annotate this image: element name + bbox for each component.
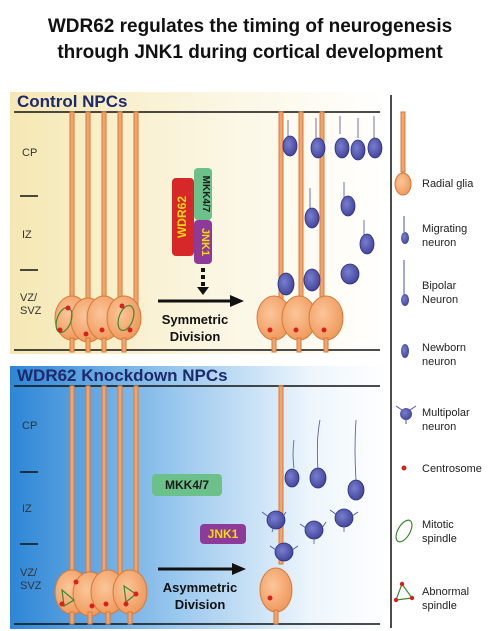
control-neurons [277, 116, 383, 296]
control-right-radial-glia [256, 111, 344, 353]
knockdown-zone-iz: IZ [22, 503, 32, 515]
legend-abnormal-label-2: spindle [422, 600, 457, 612]
control-zone-ticks [20, 195, 38, 271]
knockdown-neurons [261, 419, 365, 562]
knockdown-zone-vz: VZ/ [20, 567, 38, 579]
knockdown-zone-ticks [20, 471, 38, 545]
figure-title-line1: WDR62 regulates the timing of neurogenes… [47, 16, 453, 37]
control-mkk-box [194, 168, 212, 220]
knockdown-panel-heading: WDR62 Knockdown NPCs [17, 366, 228, 385]
legend-migrating-label-2: neuron [422, 237, 457, 249]
knockdown-mkk-label: MKK4/7 [164, 478, 209, 492]
legend-mitotic-label-2: spindle [422, 533, 457, 545]
control-division-label-1: Symmetric [161, 312, 229, 327]
legend-migrating-label-1: Migrating [422, 223, 468, 235]
legend-abnormal-spindle-icon [393, 581, 415, 603]
legend-centrosome-label: Centrosome [422, 463, 482, 475]
legend-abnormal-label-1: Abnormal [422, 586, 470, 598]
legend-radial-glia-icon [394, 111, 412, 196]
control-wdr62-label: WDR62 [175, 196, 189, 239]
legend-newborn-label-2: neuron [422, 356, 457, 368]
control-panel-heading: Control NPCs [17, 92, 128, 111]
legend-newborn-neuron-icon [401, 344, 409, 358]
knockdown-jnk-box [200, 524, 246, 544]
control-jnk-box [194, 220, 212, 264]
legend-bipolar-neuron-icon [401, 260, 409, 306]
knockdown-abnormal-spindles [61, 584, 138, 607]
knockdown-jnk-label: JNK1 [207, 527, 239, 541]
legend-bipolar-label-2: Neuron [422, 294, 459, 306]
control-zone-iz: IZ [22, 229, 32, 241]
control-division-label-2: Division [169, 329, 221, 344]
legend-multipolar-label-2: neuron [422, 421, 457, 433]
legend-bipolar-label-1: Bipolar [422, 280, 457, 292]
knockdown-zone-cp: CP [22, 420, 38, 432]
control-division-arrow [158, 295, 244, 307]
knockdown-mkk-box [152, 474, 222, 496]
control-dotted-arrow [197, 268, 209, 295]
control-zone-cp: CP [22, 147, 38, 159]
legend-newborn-label-1: Newborn [422, 342, 467, 354]
knockdown-division-label-2: Division [174, 597, 226, 612]
legend-centrosome-icon [401, 465, 407, 471]
control-centrosomes [57, 303, 133, 337]
control-zone-vz: VZ/ [20, 292, 38, 304]
control-radial-glia-group [54, 111, 142, 353]
control-wdr62-box [172, 178, 194, 256]
figure-title-line2: through JNK1 during cortical development [57, 42, 443, 63]
control-zone-svz: SVZ [20, 305, 42, 317]
legend-multipolar-label-1: Multipolar [422, 407, 470, 419]
knockdown-zone-svz: SVZ [20, 580, 42, 592]
control-jnk-label: JNK1 [199, 227, 211, 257]
legend-migrating-neuron-icon [401, 216, 409, 244]
knockdown-division-label-1: Asymmetric [162, 580, 238, 595]
knockdown-right-radial-glia [259, 385, 293, 625]
legend-mitotic-label-1: Mitotic [422, 519, 454, 531]
legend-multipolar-neuron-icon [395, 405, 417, 424]
control-mkk-label: MKK4/7 [200, 175, 211, 213]
knockdown-division-arrow [158, 563, 246, 575]
legend-mitotic-spindle-icon [395, 519, 413, 543]
legend-radial-glia-label: Radial glia [422, 178, 474, 190]
